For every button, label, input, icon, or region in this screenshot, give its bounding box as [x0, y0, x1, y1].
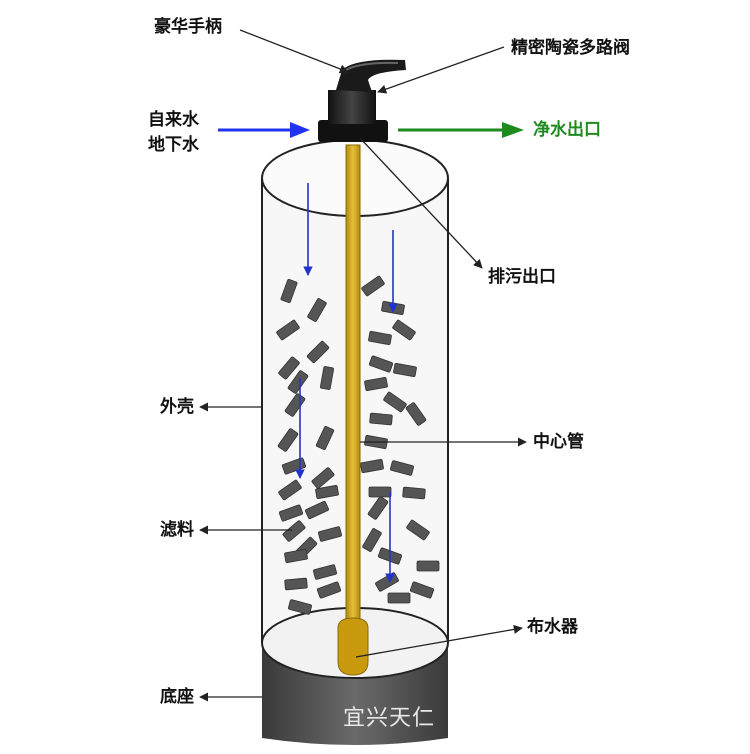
- media-granule: [316, 581, 342, 599]
- media-granule: [361, 275, 385, 297]
- media-granule: [276, 319, 300, 341]
- media-granule: [362, 528, 382, 552]
- media-granule: [406, 519, 430, 541]
- media-granule: [284, 577, 308, 591]
- media-granule: [306, 340, 330, 364]
- label-center-pipe: 中心管: [533, 432, 584, 452]
- watermark: 宜兴天仁: [343, 706, 436, 731]
- media-granule: [364, 377, 388, 391]
- media-granule: [315, 426, 335, 450]
- media-granule: [282, 520, 306, 542]
- label-outlet: 净水出口: [533, 120, 601, 140]
- label-handle: 豪华手柄: [154, 17, 222, 37]
- media-granule: [390, 460, 414, 476]
- media-granule: [315, 485, 339, 499]
- label-drain: 排污出口: [488, 267, 556, 287]
- media-granule: [387, 592, 411, 604]
- media-granule: [409, 581, 435, 599]
- media-granule: [288, 599, 312, 615]
- media-granule: [311, 467, 335, 489]
- media-granule: [278, 504, 304, 522]
- water-distributor: [337, 617, 369, 676]
- media-granule: [368, 486, 392, 498]
- media-granule: [402, 486, 426, 500]
- media-granule: [360, 459, 384, 473]
- label-distributor: 布水器: [527, 617, 578, 637]
- label-inlet-line1: 自来水: [148, 110, 199, 130]
- handle: [336, 59, 406, 92]
- media-granule: [305, 500, 329, 520]
- media-granule: [284, 549, 308, 563]
- label-valve: 精密陶瓷多路阀: [511, 38, 630, 58]
- media-granule: [280, 278, 298, 304]
- filter-media-group: [276, 275, 440, 615]
- media-granule: [287, 370, 309, 394]
- outlet-arrow: [398, 122, 524, 138]
- media-granule: [369, 412, 393, 426]
- media-granule: [392, 319, 416, 341]
- media-granule: [367, 496, 389, 520]
- media-granule: [320, 366, 334, 390]
- media-granule: [368, 331, 392, 345]
- media-granule: [278, 356, 300, 380]
- center-pipe: [345, 144, 361, 646]
- label-base: 底座: [160, 687, 194, 707]
- label-shell: 外壳: [160, 397, 194, 417]
- media-granule: [393, 363, 417, 377]
- media-granule: [318, 526, 342, 542]
- label-inlet-line2: 地下水: [148, 135, 199, 155]
- media-granule: [368, 355, 394, 373]
- label-media: 滤料: [160, 520, 194, 540]
- media-granule: [416, 560, 440, 572]
- media-granule: [405, 402, 427, 426]
- inlet-arrow: [218, 122, 310, 138]
- media-granule: [277, 428, 299, 452]
- media-granule: [383, 391, 407, 413]
- media-granule: [313, 564, 337, 580]
- media-granule: [278, 479, 302, 501]
- leader-lines: [199, 29, 527, 702]
- media-granule: [307, 298, 327, 322]
- multiport-valve: [318, 90, 388, 142]
